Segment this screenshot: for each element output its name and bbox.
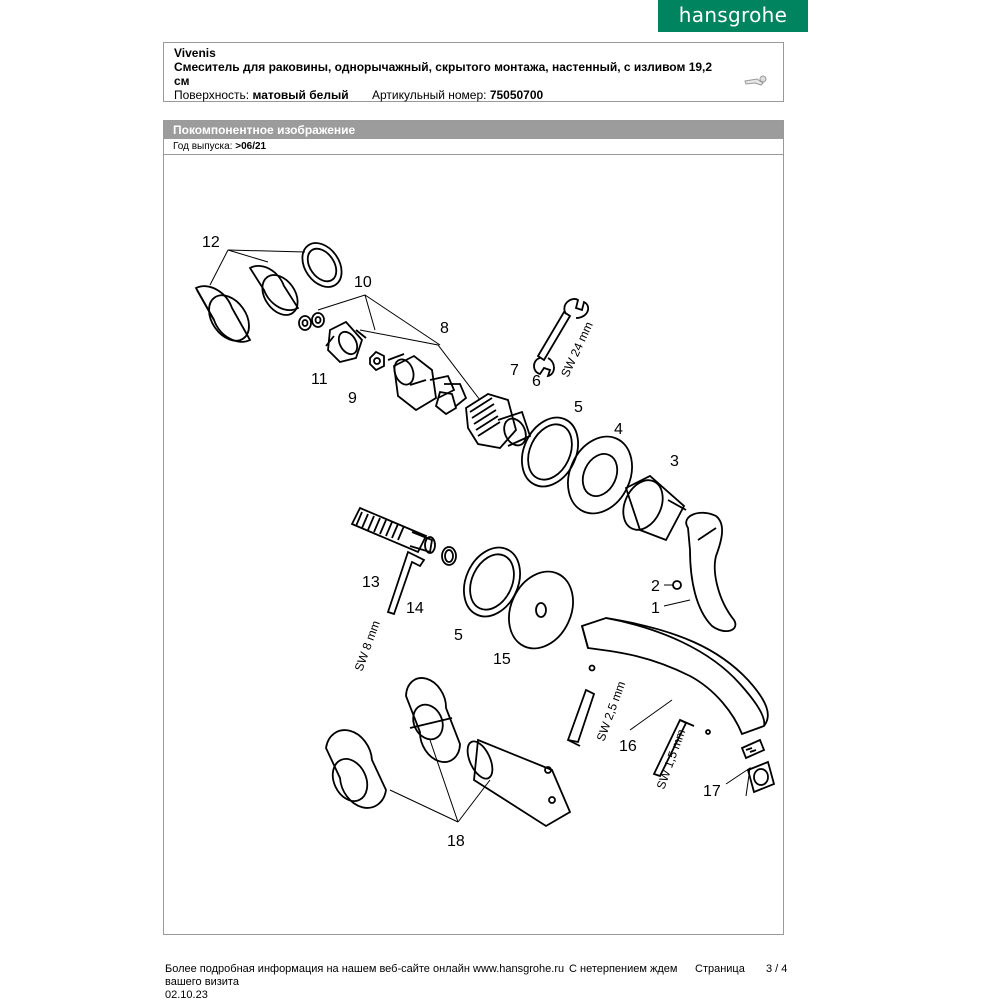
leader-12	[209, 249, 306, 286]
page-footer: Более подробная информация на нашем веб-…	[165, 963, 805, 1001]
leader-10	[317, 294, 441, 346]
part-16-spout	[580, 617, 769, 736]
tool-label-sw24: SW 24 mm	[558, 320, 596, 380]
part-1-lever	[685, 511, 737, 633]
allen-key-1-5mm	[652, 718, 695, 778]
part-11-diverter	[298, 312, 367, 363]
tool-labels: SW 24 mm SW 8 mm SW 2,5 mm SW 1,5 mm	[352, 320, 689, 791]
part-17-aerator	[740, 738, 776, 794]
footer-date: 02.10.23	[165, 989, 208, 1001]
footer-page-number: 3 / 4	[766, 963, 788, 975]
label-5-bottom: 5	[454, 627, 463, 644]
part-8-cartridge	[387, 353, 468, 416]
product-name: Vivenis	[174, 46, 216, 60]
label-7: 7	[510, 362, 519, 379]
hansgrohe-logo: hansgrohe	[658, 0, 808, 32]
part-14-oring	[441, 546, 457, 566]
product-header: Vivenis Смеситель для раковины, однорыча…	[163, 42, 784, 102]
faucet-thumbnail-icon	[744, 75, 767, 86]
label-12: 12	[202, 234, 220, 251]
year-label: Год выпуска:	[173, 141, 233, 152]
allen-key-8mm	[386, 550, 426, 616]
part-15-plate	[508, 570, 574, 650]
tool-label-sw8: SW 8 mm	[352, 619, 383, 673]
part-labels: 12 10 8 11 9 7 6 5 4 3 2 1 13 14 5 15 16…	[202, 234, 721, 850]
article-value: 75050700	[489, 88, 544, 102]
label-10: 10	[354, 274, 372, 291]
article-label: Артикульный номер:	[371, 88, 487, 102]
footer-page-label: Страница	[695, 963, 745, 975]
label-11: 11	[311, 371, 328, 388]
part-4-rosette	[567, 435, 633, 515]
surface-label: Поверхность:	[174, 88, 250, 102]
part-18-installation-tools	[325, 677, 572, 828]
product-attributes: Поверхность: матовый белый Артикульный н…	[174, 88, 543, 102]
leader-8	[359, 329, 481, 401]
part-2-screw	[672, 580, 682, 590]
label-16: 16	[619, 738, 637, 755]
label-1: 1	[651, 600, 660, 617]
part-7-housing	[465, 393, 532, 449]
product-description: Смеситель для раковины, однорычажный, ск…	[174, 60, 713, 74]
footer-cta-cont: вашего визита	[165, 976, 239, 988]
label-13: 13	[362, 574, 380, 591]
label-2: 2	[651, 578, 660, 595]
label-4: 4	[614, 421, 623, 438]
divider	[164, 154, 783, 155]
tool-label-sw1-5: SW 1,5 mm	[654, 727, 689, 791]
label-15: 15	[493, 651, 511, 668]
part-3-sleeve	[622, 474, 687, 542]
allen-key-2-5mm	[566, 688, 596, 747]
label-17: 17	[703, 783, 721, 800]
part-5-ring-bottom	[463, 546, 521, 618]
part-13-threaded-pipe	[350, 506, 436, 554]
label-8: 8	[440, 320, 449, 337]
footer-info: Более подробная информация на нашем веб-…	[165, 963, 470, 975]
label-6: 6	[532, 373, 541, 390]
tool-label-sw2-5: SW 2,5 mm	[594, 679, 629, 743]
footer-url-link[interactable]: www.hansgrohe.ru	[473, 963, 565, 975]
product-description-cont: см	[174, 74, 190, 88]
part-9-screw	[369, 350, 385, 372]
year-value: >06/21	[235, 141, 267, 152]
section-title: Покомпонентное изображение	[164, 121, 783, 139]
footer-cta: С нетерпением ждем	[569, 963, 678, 975]
part-6-wrench	[533, 298, 590, 378]
exploded-view-panel: Покомпонентное изображение Год выпуска: …	[163, 120, 784, 935]
label-5-top: 5	[574, 399, 583, 416]
release-year: Год выпуска: >06/21	[173, 141, 266, 153]
label-3: 3	[670, 453, 679, 470]
label-9: 9	[348, 390, 357, 407]
part-5-ring-top	[521, 416, 579, 488]
surface-value: матовый белый	[252, 88, 349, 102]
label-18: 18	[447, 833, 465, 850]
label-14: 14	[406, 600, 424, 617]
part-12-caps	[194, 242, 343, 343]
